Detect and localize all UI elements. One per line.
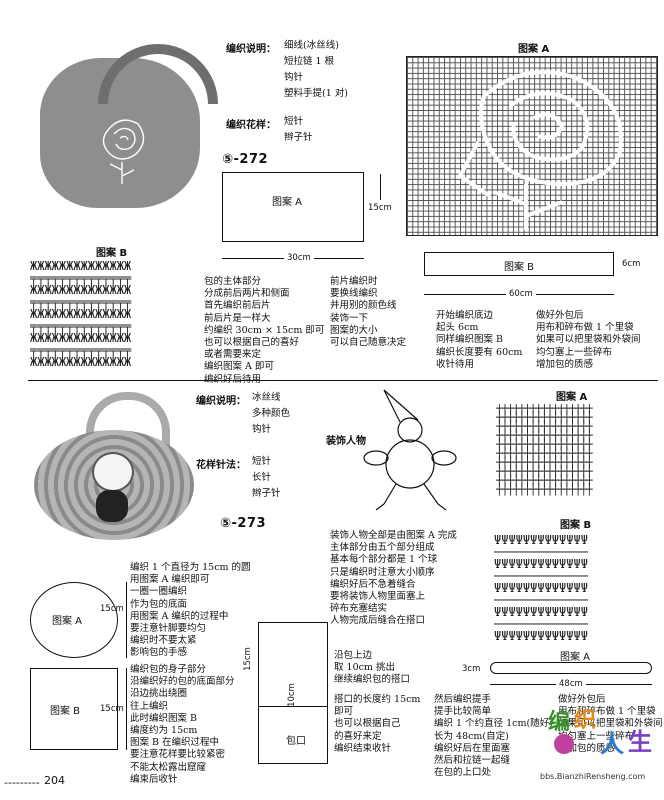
logo-char-2: 织 [574,708,597,733]
rose-embroidery [102,119,145,184]
top-material-2: 短拉链 1 根 [284,56,335,67]
top-box-b-width: 60cm [506,289,536,299]
bag-mouth-outline [258,622,328,764]
bag-mouth-text1: 沿包上边 取 10cm 挑出 继续编织包的搭口 [334,650,411,686]
top-pattern-b-title: 图案 B [96,248,128,259]
bag-mouth-text2: 搭口的长度约 15cm 即可 也可以根据自己 的喜好来定 编织结束收针 [334,694,421,754]
top-item-number: ⑤-272 [222,152,269,167]
doll-photo-body [96,490,128,522]
bottom-box-b-dimline [126,668,127,750]
bottom-pattern-b-box-label: 图案 B [50,706,81,717]
bag-photo-273-handle [86,392,170,462]
bottom-pattern-label: 花样针法： [196,460,246,471]
top-stitch-chart: ЖЖЖЖЖЖЖЖЖЖЖЖЖЖ ╤╤╤╤╤╤╤╤╤╤╤╤╤╤ ЖЖЖЖЖЖЖЖЖЖ… [30,260,132,369]
bottom-material-1: 冰丝线 [252,392,281,403]
bag-mouth-divider [258,706,328,707]
top-material-3: 钩针 [284,72,304,83]
top-text-col2: 前片编织时 要换线编织 并用别的颜色线 装饰一下 图案的大小 可以自己随意决定 [330,276,407,349]
top-pattern-a-title: 图案 A [518,44,550,55]
top-pattern-2: 辫子针 [284,132,313,143]
yarn-ball-icon [554,734,574,754]
top-material-4: 塑料手提(1 对) [284,88,348,99]
bottom-pattern-a-chart: ┼┼┼┼┼┼┼┼┼┼┼┼┼┼┼┼┼ ┼┼┼┼┼┼┼┼┼┼┼┼┼┼┼┼┼ ┼┼┼┼… [496,404,593,496]
site-url[interactable]: bbs.BianzhiRensheng.com [540,772,646,781]
doll-text: 装饰人物全部是由图案 A 完成 主体部分由五个部分组成 基本每个部分都是 1 个… [330,530,457,627]
doll-label: 装饰人物 [326,436,366,447]
top-box-a-width: 30cm [284,253,314,263]
top-pattern-b-box-label: 图案 B [504,262,535,273]
handle-pattern-label: 图案 A [560,652,591,663]
top-box-a-height: 15cm [368,203,392,213]
bottom-pattern-1: 短针 [252,456,272,467]
bottom-box-b-dim: 15cm [100,704,124,714]
bottom-info-label: 编织说明： [196,396,246,407]
bag-mouth-dim1: 15cm [242,647,253,671]
bottom-pattern-3: 辫子针 [252,488,281,499]
bottom-pattern-a-title: 图案 A [556,392,588,403]
rose-chart-grid [406,56,658,236]
handle-text1: 然后编织提手 提手比较简单 编织 1 个约直径 1cm(随好) 长为 48cm(… [434,694,553,779]
section-divider [28,380,658,381]
top-pattern-label: 编织花样： [226,120,276,131]
logo-char-3: 人 [600,730,624,758]
doll-diagram [363,389,457,511]
handle-strap [490,662,652,674]
site-logo: 编 织 人 生 [548,704,660,766]
logo-char-1: 编 [548,710,571,735]
bottom-pattern-b-title: 图案 B [560,520,592,531]
handle-text2: 做好外包后 用布和碎布做 1 个里袋 如果可以把里袋和外袋间 均匀塞上一些碎布 … [558,694,663,754]
bottom-pattern-b-chart: ΨΨΨΨΨΨΨΨΨΨΨΨΨ ───────────── ΨΨΨΨΨΨΨΨΨΨΨΨ… [494,534,588,643]
bottom-box-b-text: 编织包的身子部分 沿编织好的包的底面部分 沿边挑出绕圈 往上编织 此时编织图案 … [130,664,235,785]
bag-mouth-dim2: 10cm [286,683,297,707]
page-number: 204 [44,774,65,787]
top-text-col1: 包的主体部分 分成前后两片和侧面 首先编织前后片 前后片是一样大 约编织 30c… [204,276,325,385]
top-info-label: 编织说明： [226,44,276,55]
bottom-pattern-2: 长针 [252,472,272,483]
doll-photo-head [92,452,134,492]
top-pattern-b-box [424,252,614,276]
top-pattern-a-box-label: 图案 A [272,197,303,208]
logo-char-4: 生 [628,728,652,756]
top-pattern-1: 短针 [284,116,304,127]
top-material-1: 细线(冰丝线) [284,40,339,51]
handle-height: 3cm [462,664,481,674]
bottom-circle-a-dim: 15cm [100,604,124,614]
top-text-col4: 做好外包后 用布和碎布做 1 个里袋 如果可以把里袋和外袋间 均匀塞上一些碎布 … [536,310,641,370]
bottom-pattern-b-box [30,668,118,750]
bottom-circle-a-label: 图案 A [52,616,83,627]
bottom-circle-a [30,582,118,658]
top-box-b-height: 6cm [622,259,641,269]
bottom-circle-a-text: 编织 1 个直径为 15cm 的圆 用图案 A 编织即可 一圈一圈编织 作为包的… [130,562,251,659]
bottom-circle-a-dimline [126,582,127,658]
page-footer-dashes: --------- [4,776,40,789]
bottom-item-number: ⑤-273 [220,516,267,531]
bottom-material-2: 多种颜色 [252,408,291,419]
bottom-material-3: 钩针 [252,424,272,435]
top-pattern-a-box [222,172,364,242]
handle-width: 48cm [556,679,586,689]
bag-handle-photo [98,44,218,104]
top-box-a-height-line [380,174,381,200]
top-text-col3: 开始编织底边 起头 6cm 同样编织图案 B 编织长度要有 60cm 收针待用 [436,310,523,370]
rose-chart-motif [457,70,623,230]
bag-mouth-label: 包口 [286,736,306,747]
